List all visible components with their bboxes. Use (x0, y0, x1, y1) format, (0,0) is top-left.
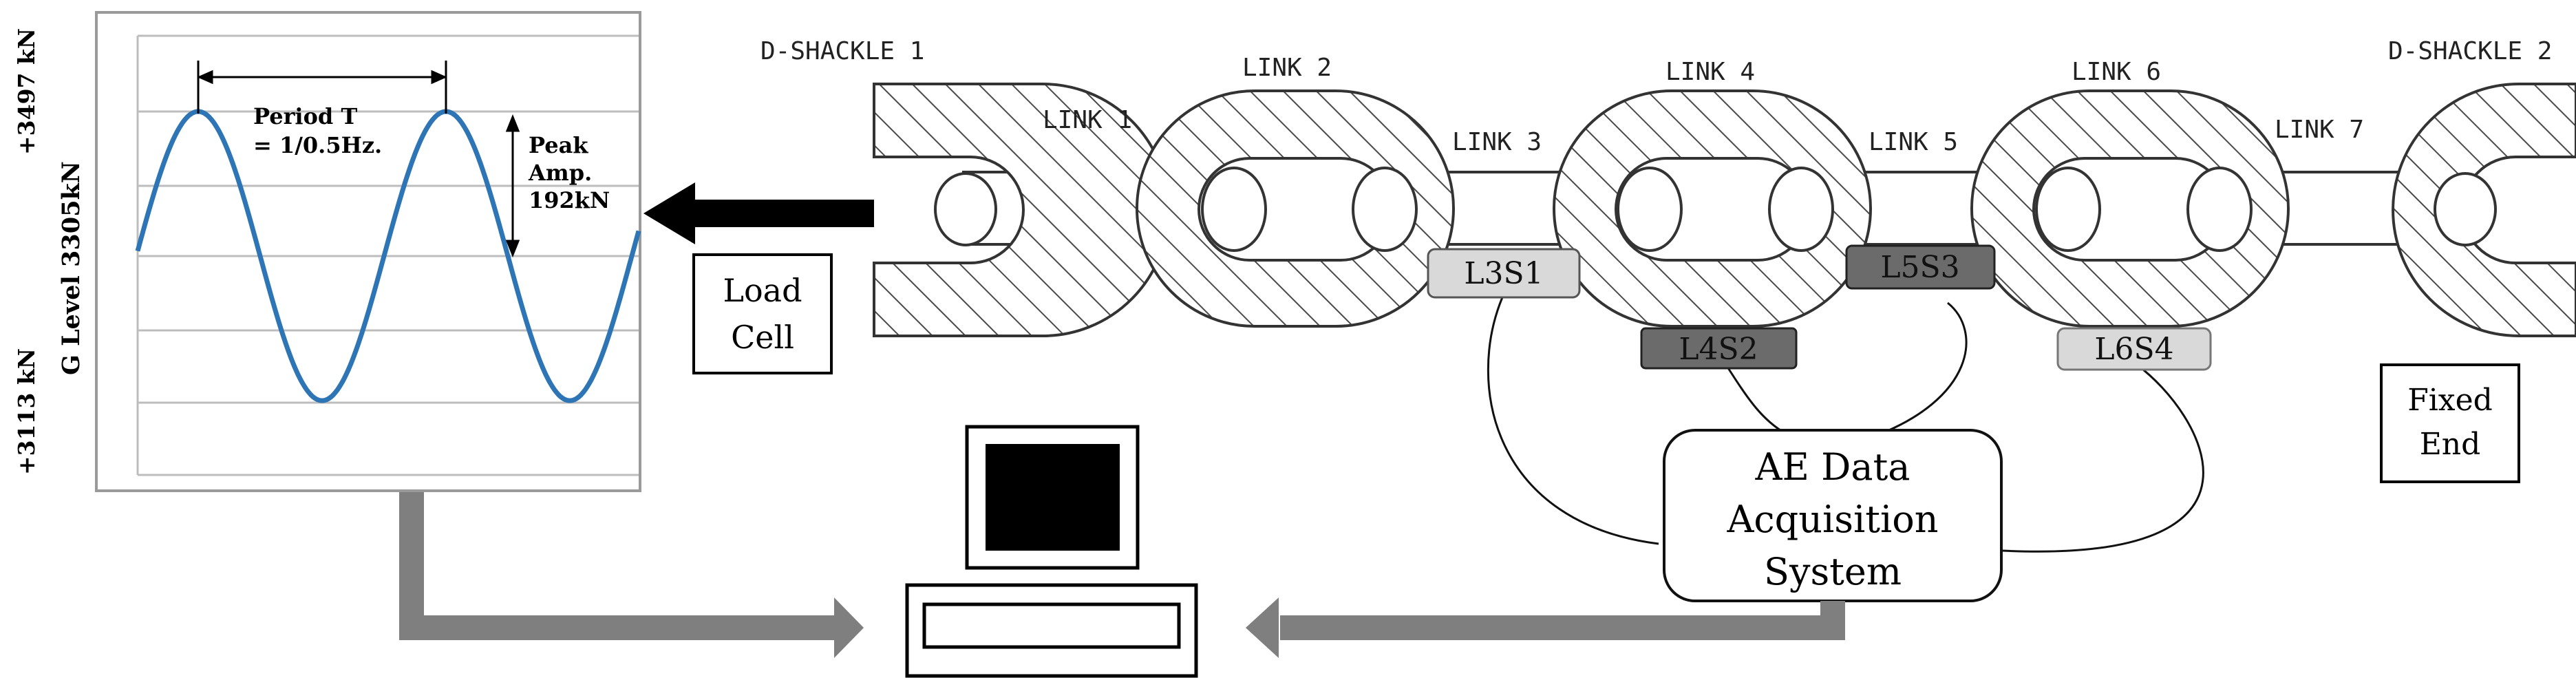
link-4-label: LINK 4 (1665, 58, 1755, 86)
link-2 (1136, 89, 1455, 328)
load-graph: Period T = 1/0.5Hz. Peak Amp. 192kN +349… (13, 11, 641, 492)
cable-l5s3 (1871, 301, 1968, 438)
link-1-label: LINK 1 (1043, 106, 1132, 134)
ae-label-3: System (1764, 550, 1902, 593)
d-shackle-1-pin (934, 172, 997, 246)
fixed-end-label-1: Fixed (2407, 383, 2493, 418)
d-shackle-2-label: D-SHACKLE 2 (2388, 37, 2552, 65)
link-2-label: LINK 2 (1242, 54, 1332, 82)
graph-grid (136, 34, 639, 476)
sensor-l5s3-label: L5S3 (1880, 250, 1959, 285)
ae-label-1: AE Data (1755, 445, 1910, 489)
sensor-cables (1487, 297, 2204, 553)
cable-l6s4 (2002, 363, 2204, 553)
ae-to-computer-arrow (1246, 597, 1845, 658)
sensor-l4s2-label: L4S2 (1679, 332, 1758, 367)
link-5-label: LINK 5 (1869, 128, 1958, 156)
d-shackle-1-label: D-SHACKLE 1 (760, 37, 924, 65)
ae-acquisition-box: AE Data Acquisition System (1663, 429, 2003, 602)
graph-to-computer-arrow (399, 492, 864, 658)
computer-icon (905, 425, 1198, 678)
load-cell-label-1: Load (723, 272, 802, 309)
load-cell-label-2: Cell (731, 319, 794, 356)
y-label-top: +3497 kN (13, 28, 40, 155)
chain-assembly: D-SHACKLE 1 LINK 1 LINK 2 LINK 3 LINK 4 … (760, 37, 2576, 337)
link-7-label: LINK 7 (2275, 116, 2364, 144)
fixed-end-label-2: End (2420, 427, 2481, 462)
y-label-bottom: +3113 kN (13, 348, 40, 475)
link-6 (1970, 89, 2290, 328)
link-3-label: LINK 3 (1452, 128, 1542, 156)
sensor-l3s1: L3S1 (1427, 248, 1581, 299)
graph-frame (95, 11, 641, 492)
peak-label-3: 192kN (529, 187, 610, 213)
period-label-2: = 1/0.5Hz. (253, 132, 382, 158)
period-dimension (197, 61, 447, 114)
d-shackle-2-pin (2434, 172, 2497, 246)
load-cell-box: Load Cell (692, 253, 833, 374)
fixed-end-box: Fixed End (2380, 363, 2520, 483)
sensor-l6s4-label: L6S4 (2094, 332, 2173, 367)
sine-wave (135, 109, 641, 403)
y-label-mid: G Level 3305kN (57, 161, 85, 375)
cable-l4s2 (1725, 364, 1787, 435)
sensor-l5s3: L5S3 (1845, 244, 1996, 290)
peak-label-2: Amp. (528, 160, 592, 186)
sensor-l4s2: L4S2 (1640, 327, 1798, 370)
d-shackle-1 (873, 83, 1170, 337)
computer-drive (922, 602, 1181, 649)
cable-l3s1 (1487, 297, 1659, 545)
load-direction-arrow (643, 182, 874, 244)
monitor-screen (986, 444, 1120, 551)
peak-label-1: Peak (529, 132, 588, 158)
ae-label-2: Acquisition (1726, 498, 1938, 541)
link-6-label: LINK 6 (2072, 58, 2161, 86)
peak-dimension (505, 114, 520, 258)
link-4 (1553, 89, 1872, 328)
sensor-l6s4: L6S4 (2056, 327, 2212, 371)
period-label-1: Period T (253, 103, 357, 129)
sensor-l3s1-label: L3S1 (1464, 256, 1543, 291)
